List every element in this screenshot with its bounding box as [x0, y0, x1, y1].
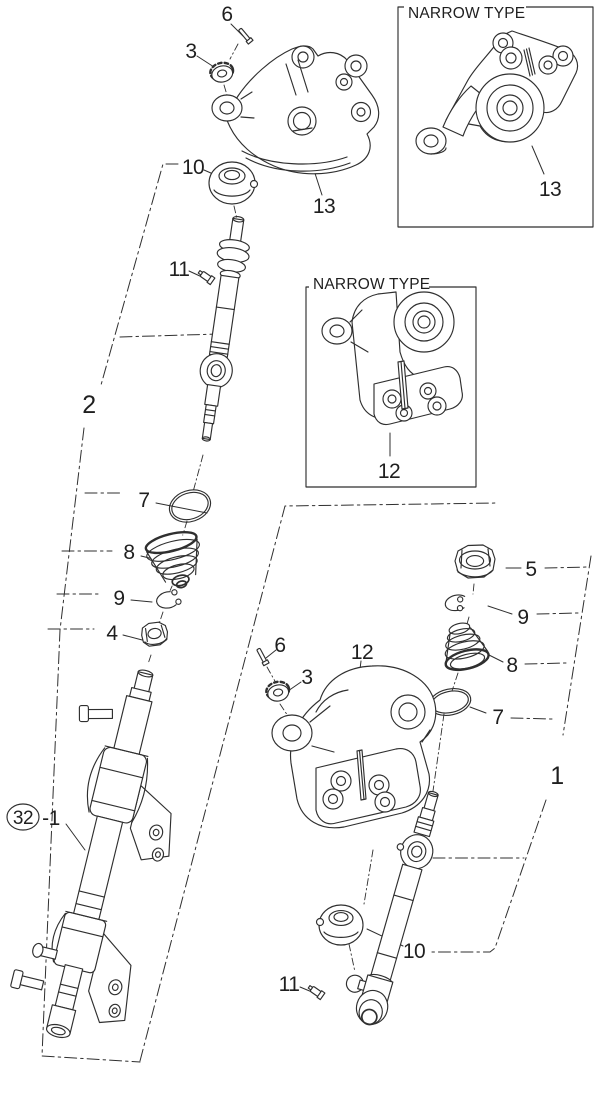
- callout-8-right-label: 8: [506, 654, 517, 677]
- nut-4-drawing: [141, 621, 169, 647]
- callout-32-suffix-label: -1: [42, 807, 60, 830]
- callout-7-right-label: 7: [492, 706, 503, 729]
- bracket-13-main-drawing: [211, 45, 380, 175]
- callout-32-circled-label: 32: [13, 808, 33, 829]
- lower-steering-shaft-1-drawing: [345, 790, 439, 1026]
- callout-4-label: 4: [106, 622, 118, 645]
- castle-nut-3-right-drawing: [265, 680, 291, 702]
- boot-8-left-drawing: [144, 531, 200, 589]
- callout-12-main-label: 12: [351, 641, 373, 664]
- boot-8-right-drawing: [444, 622, 490, 672]
- narrow-type-bracket-13-drawing: [415, 30, 579, 155]
- hex-bolt-6-top-drawing: [238, 27, 254, 45]
- group-boundary-right: [427, 555, 592, 953]
- inset-box-narrow-type-12: [305, 276, 477, 488]
- bushing-10-left-drawing: [208, 161, 259, 205]
- bracket-12-main-drawing: [271, 665, 437, 829]
- inset-13-title: NARROW TYPE: [408, 5, 525, 22]
- steering-column-32-1-drawing: [10, 669, 172, 1039]
- callout-8-left-label: 8: [123, 541, 134, 564]
- callout-2-group-label: 2: [82, 391, 95, 419]
- oring-7-left-drawing: [168, 489, 212, 523]
- set-screw-11-right-drawing: [307, 985, 326, 1001]
- callout-6-right-label: 6: [274, 634, 285, 657]
- callout-7-left-label: 7: [138, 489, 149, 512]
- inset-13-part-label: 13: [539, 178, 561, 201]
- callout-9-right-label: 9: [517, 606, 528, 629]
- castle-nut-3-top-drawing: [209, 61, 235, 83]
- callout-10-right-label: 10: [403, 940, 425, 963]
- narrow-type-bracket-12-drawing: [321, 291, 463, 426]
- callout-13-main-label: 13: [313, 195, 335, 218]
- callout-5-label: 5: [525, 558, 536, 581]
- callout-labels: 6 3 13 10 11 2 7 8 9 4 32 -1 5 9 8 7 1 6…: [13, 3, 564, 996]
- set-screw-11-left-drawing: [197, 270, 216, 286]
- clip-9-left-drawing: [156, 589, 182, 609]
- callout-32-circle: [6, 803, 40, 831]
- callout-9-left-label: 9: [113, 587, 124, 610]
- callout-10-left-label: 10: [182, 156, 204, 179]
- upper-steering-shaft-2-drawing: [199, 215, 250, 442]
- callout-3-top-label: 3: [185, 40, 196, 63]
- bushing-10-right-drawing: [315, 904, 364, 946]
- callout-11-left-label: 11: [169, 258, 190, 281]
- callout-1-group-label: 1: [550, 762, 563, 790]
- leader-ticks: [47, 333, 589, 859]
- hex-bolt-6-right-drawing: [256, 647, 270, 667]
- callout-6-top-label: 6: [221, 3, 232, 26]
- callout-11-right-label: 11: [279, 973, 300, 996]
- inset-12-part-label: 12: [378, 460, 400, 483]
- callout-3-right-label: 3: [301, 666, 312, 689]
- clip-9-right-drawing: [444, 594, 466, 612]
- group-boundary-left: [41, 163, 499, 1063]
- inset-12-title: NARROW TYPE: [313, 276, 430, 293]
- inset-box-narrow-type-13: [397, 0, 594, 228]
- nut-5-drawing: [454, 544, 496, 579]
